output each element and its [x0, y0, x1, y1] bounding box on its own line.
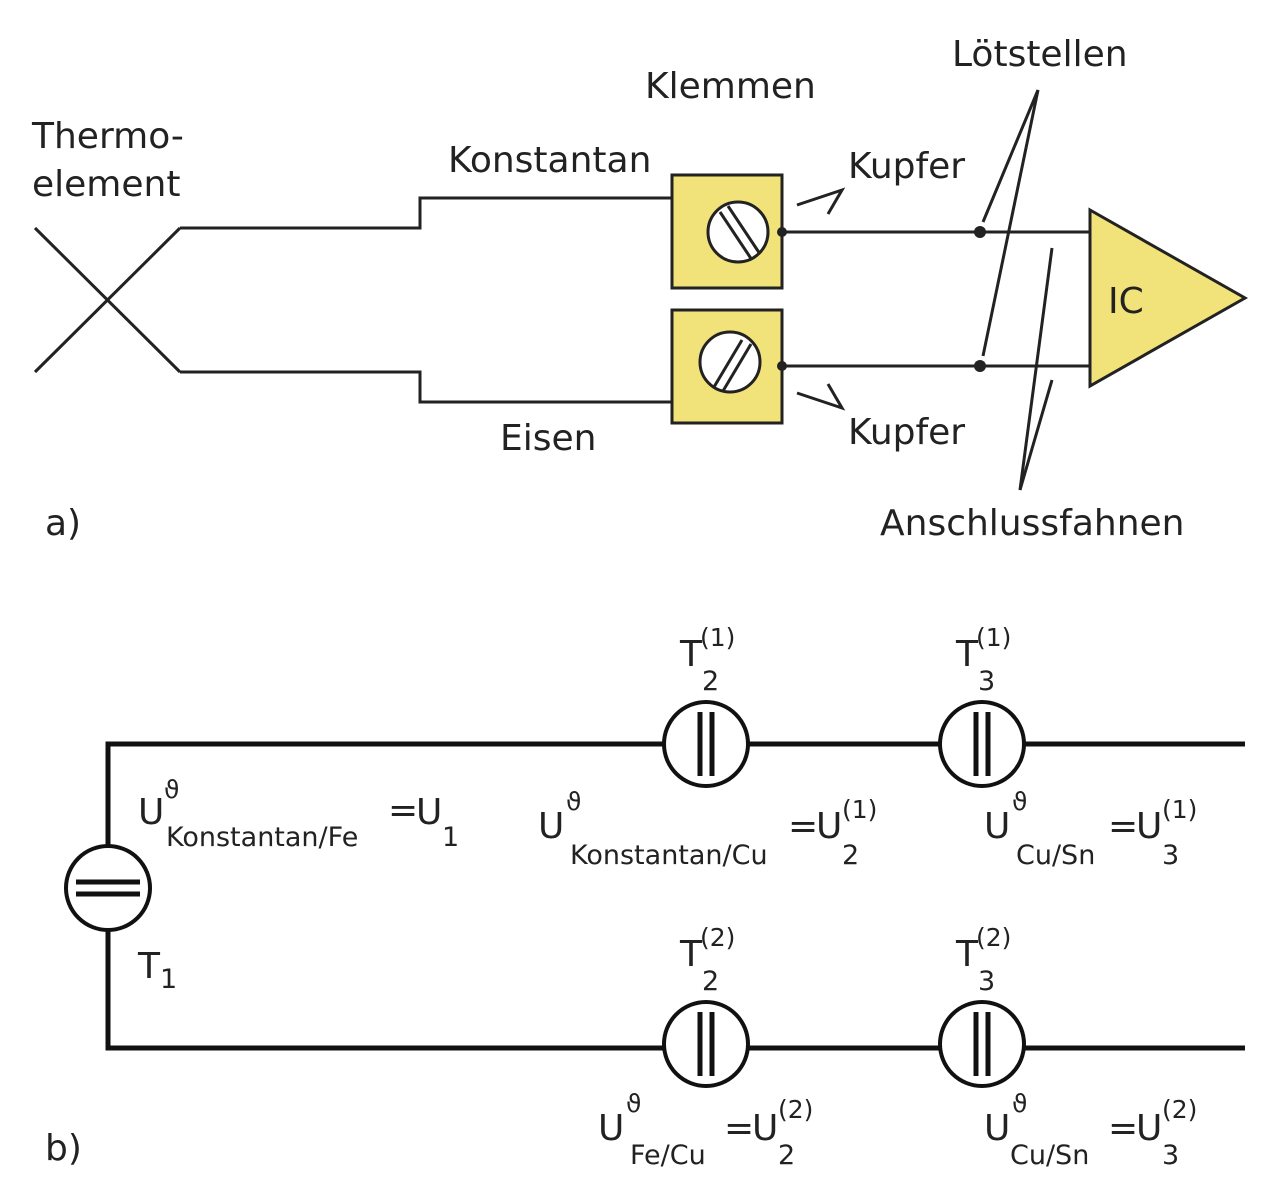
label-t3-2: T 3 (2)	[955, 923, 1011, 997]
svg-text:(1): (1)	[1162, 795, 1197, 824]
label-t1: T 1	[137, 946, 177, 995]
svg-text:ϑ: ϑ	[164, 775, 179, 804]
svg-text:T: T	[137, 946, 161, 987]
svg-text:T: T	[679, 634, 703, 675]
svg-text:Cu/Sn: Cu/Sn	[1010, 1140, 1089, 1171]
solder-joint-dot	[974, 360, 986, 372]
junction-t3-1	[938, 700, 1026, 788]
svg-text:U: U	[1136, 1108, 1162, 1149]
svg-text:T: T	[955, 934, 979, 975]
loetstellen-pointer-1	[981, 89, 1040, 223]
svg-text:U: U	[816, 806, 842, 847]
panel-b-letter: b)	[45, 1128, 82, 1169]
equation-u3-1: U ϑ Cu/Sn = U 3 (1)	[984, 787, 1197, 871]
label-thermoelement-2: element	[32, 164, 180, 205]
svg-text:2: 2	[702, 666, 719, 697]
svg-text:(1): (1)	[976, 623, 1011, 652]
svg-text:3: 3	[1162, 840, 1179, 871]
svg-text:1: 1	[442, 822, 459, 853]
konstantan-wire	[180, 196, 672, 230]
eisen-wire	[180, 370, 672, 404]
svg-text:Konstantan/Fe: Konstantan/Fe	[166, 822, 358, 853]
label-t3-1: T 3 (1)	[955, 623, 1011, 697]
thermocouple-wire-2	[33, 226, 182, 374]
panel-a-letter: a)	[45, 503, 81, 544]
kupfer-pointer-top	[796, 187, 846, 215]
label-eisen: Eisen	[500, 418, 596, 459]
svg-text:=: =	[788, 806, 818, 847]
svg-text:U: U	[416, 792, 442, 833]
anschluss-pointer-1	[1018, 247, 1054, 491]
svg-text:Konstantan/Cu: Konstantan/Cu	[570, 840, 768, 871]
label-anschlussfahnen: Anschlussfahnen	[880, 503, 1184, 544]
junction-t1	[64, 844, 152, 932]
circuit-loop	[105, 741, 1245, 1051]
solder-joint-dot	[974, 226, 986, 238]
anschluss-pointer-2	[1018, 379, 1054, 491]
svg-text:(2): (2)	[1162, 1095, 1197, 1124]
svg-text:1: 1	[160, 964, 177, 995]
svg-text:T: T	[679, 934, 703, 975]
svg-text:(2): (2)	[778, 1095, 813, 1124]
equation-u3-2: U ϑ Cu/Sn = U 3 (2)	[984, 1089, 1197, 1171]
svg-text:U: U	[598, 1108, 624, 1149]
svg-text:2: 2	[702, 966, 719, 997]
svg-text:Cu/Sn: Cu/Sn	[1016, 840, 1095, 871]
svg-text:ϑ: ϑ	[1012, 1089, 1027, 1118]
label-ic: IC	[1108, 281, 1144, 322]
panel-b: T 1 T 2 (1) T 3 (1) T 2 (2) T 3 (2) U ϑ …	[45, 623, 1245, 1171]
svg-text:3: 3	[978, 666, 995, 697]
svg-text:ϑ: ϑ	[1012, 787, 1027, 816]
kupfer-pointer-bottom	[796, 383, 846, 411]
label-thermoelement-1: Thermo-	[31, 116, 184, 157]
svg-text:U: U	[984, 1108, 1010, 1149]
label-t2-1: T 2 (1)	[679, 623, 735, 697]
svg-text:U: U	[984, 806, 1010, 847]
svg-text:(1): (1)	[700, 623, 735, 652]
svg-text:U: U	[752, 1108, 778, 1149]
svg-text:=: =	[724, 1108, 754, 1149]
svg-text:3: 3	[1162, 1140, 1179, 1171]
svg-text:(2): (2)	[700, 923, 735, 952]
svg-text:2: 2	[778, 1140, 795, 1171]
junction-t2-2	[662, 1000, 750, 1088]
ic-amplifier	[1088, 207, 1249, 389]
svg-text:3: 3	[978, 966, 995, 997]
label-konstantan: Konstantan	[448, 140, 651, 181]
equation-u1: U ϑ Konstantan/Fe = U 1	[138, 775, 459, 853]
svg-text:(1): (1)	[842, 795, 877, 824]
label-kupfer-top: Kupfer	[848, 146, 965, 187]
junction-t3-2	[938, 1000, 1026, 1088]
equation-u2-2: U ϑ Fe/Cu = U 2 (2)	[598, 1089, 813, 1171]
svg-text:2: 2	[842, 840, 859, 871]
svg-text:U: U	[538, 806, 564, 847]
svg-text:=: =	[1108, 806, 1138, 847]
panel-a: Thermo- element Konstantan Eisen Klemmen…	[31, 34, 1249, 544]
svg-text:U: U	[1136, 806, 1162, 847]
label-klemmen: Klemmen	[645, 66, 816, 107]
terminal-dot	[777, 227, 787, 237]
label-kupfer-bottom: Kupfer	[848, 412, 965, 453]
svg-text:ϑ: ϑ	[566, 787, 581, 816]
svg-text:=: =	[1108, 1108, 1138, 1149]
svg-text:(2): (2)	[976, 923, 1011, 952]
clamp-bottom	[670, 308, 784, 425]
label-loetstellen: Lötstellen	[952, 34, 1128, 75]
svg-text:=: =	[388, 790, 418, 831]
clamp-top	[670, 173, 784, 290]
terminal-dot	[777, 361, 787, 371]
junction-t2-1	[662, 700, 750, 788]
svg-text:Fe/Cu: Fe/Cu	[630, 1140, 706, 1171]
loetstellen-pointer-2	[981, 89, 1040, 357]
svg-text:ϑ: ϑ	[626, 1089, 641, 1118]
equation-u2-1: U ϑ Konstantan/Cu = U 2 (1)	[538, 787, 877, 871]
label-t2-2: T 2 (2)	[679, 923, 735, 997]
svg-text:T: T	[955, 634, 979, 675]
svg-text:U: U	[138, 792, 164, 833]
